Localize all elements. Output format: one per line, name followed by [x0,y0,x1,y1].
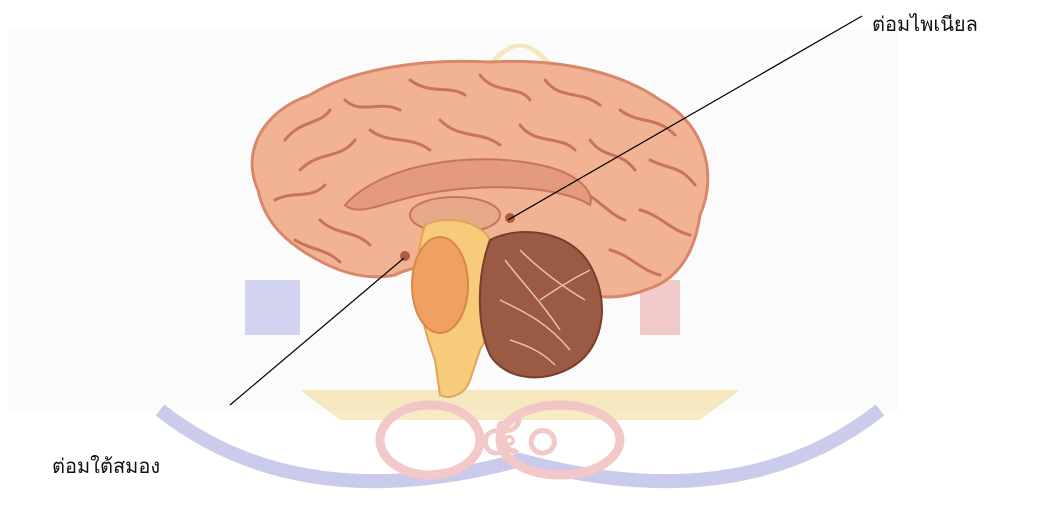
watermark-number: ๕๐ [479,400,561,470]
pineal-gland-label: ต่อมไพเนียล [872,14,978,34]
pituitary-gland-label: ต่อมใต้สมอง [52,456,160,476]
pons [412,237,468,333]
watermark-left-panel [245,280,300,335]
pineal-gland [505,213,515,223]
